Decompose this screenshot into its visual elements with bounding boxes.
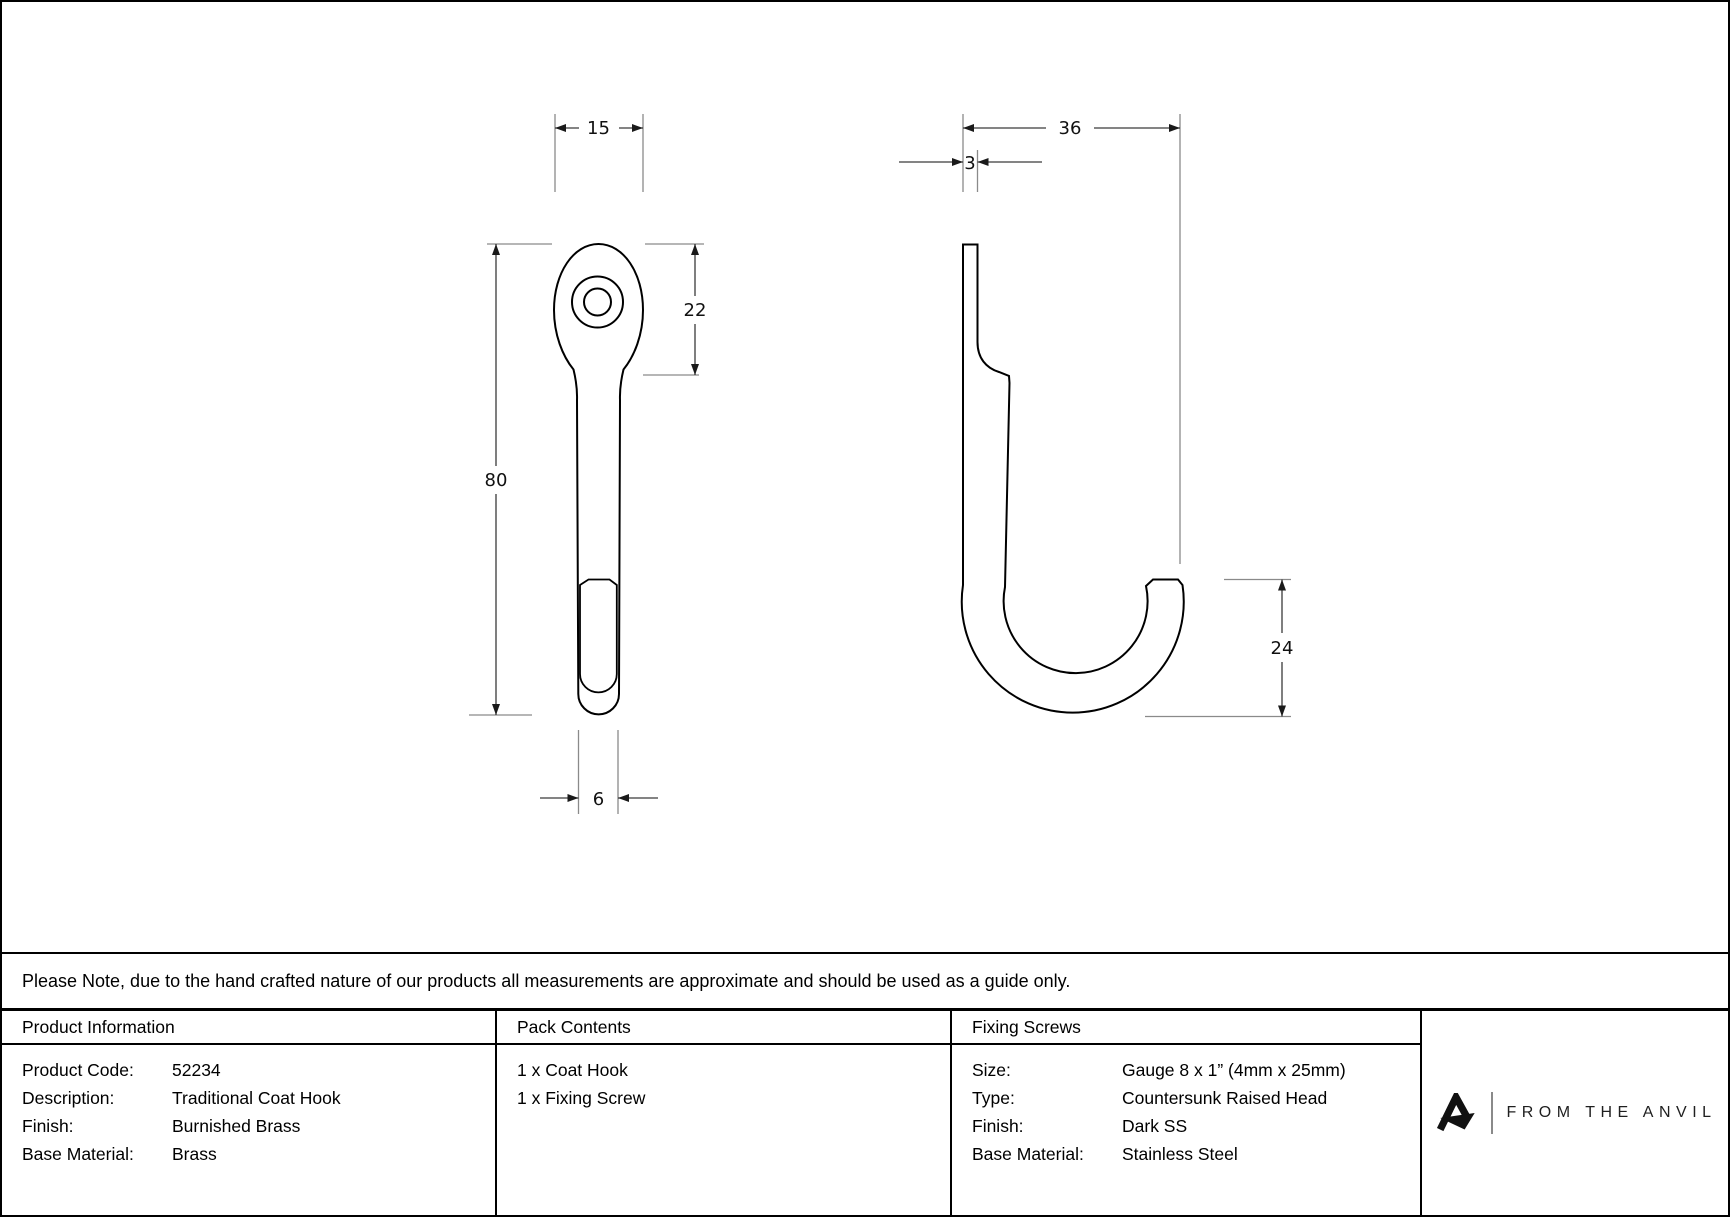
table-row: Product Code: 52234 <box>22 1056 495 1084</box>
row-label: Size: <box>972 1060 1011 1080</box>
row-value: Traditional Coat Hook <box>172 1088 341 1108</box>
screw-hole-inner <box>583 287 612 317</box>
from-the-anvil-logo-icon <box>1437 1093 1476 1132</box>
spec-table: Product Information Product Code: 52234 … <box>2 1008 1728 1215</box>
dim-depth: 36 <box>962 114 1181 564</box>
table-row: Type: Countersunk Raised Head <box>972 1084 1420 1112</box>
dim-label-24: 24 <box>1271 638 1294 659</box>
table-row: Size: Gauge 8 x 1” (4mm x 25mm) <box>972 1056 1420 1084</box>
dim-total-height: 80 <box>469 243 552 716</box>
row-label: Type: <box>972 1088 1015 1108</box>
brand-logo-cell: FROM THE ANVIL <box>1420 1011 1728 1215</box>
row-value: 52234 <box>172 1060 221 1080</box>
dim-label-80: 80 <box>485 470 508 491</box>
row-value: Gauge 8 x 1” (4mm x 25mm) <box>1122 1060 1346 1080</box>
list-item: 1 x Fixing Screw <box>517 1088 646 1108</box>
brand-name: FROM THE ANVIL <box>1506 1104 1717 1121</box>
front-view-hook-tip <box>579 578 618 694</box>
row-value: Countersunk Raised Head <box>1122 1088 1328 1108</box>
measurement-note: Please Note, due to the hand crafted nat… <box>2 952 1728 1008</box>
row-label: Finish: <box>972 1116 1024 1136</box>
dim-tip-rise: 24 <box>1145 578 1294 718</box>
product-information-body: Product Code: 52234 Description: Traditi… <box>2 1045 495 1168</box>
fixing-screws-body: Size: Gauge 8 x 1” (4mm x 25mm) Type: Co… <box>952 1045 1420 1168</box>
table-row: Base Material: Brass <box>22 1140 495 1168</box>
row-value: Brass <box>172 1144 217 1164</box>
fixing-screws-header: Fixing Screws <box>952 1011 1420 1045</box>
front-view-outline <box>552 242 645 716</box>
row-value: Burnished Brass <box>172 1116 301 1136</box>
dim-hook-width: 6 <box>540 730 658 814</box>
dim-label-3: 3 <box>964 153 975 174</box>
row-label: Product Code: <box>22 1060 134 1080</box>
measurement-note-text: Please Note, due to the hand crafted nat… <box>22 970 1071 991</box>
table-row: Finish: Dark SS <box>972 1112 1420 1140</box>
row-label: Base Material: <box>22 1144 134 1164</box>
pack-contents-column: Pack Contents 1 x Coat Hook 1 x Fixing S… <box>495 1011 950 1215</box>
row-label: Base Material: <box>972 1144 1084 1164</box>
table-row: Description: Traditional Coat Hook <box>22 1084 495 1112</box>
row-value: Dark SS <box>1122 1116 1188 1136</box>
dim-plate-thickness: 3 <box>899 150 1042 192</box>
pack-contents-header: Pack Contents <box>497 1011 950 1045</box>
dim-front-width: 15 <box>554 114 644 192</box>
technical-drawing: 15 22 80 <box>469 114 1294 814</box>
table-row: Base Material: Stainless Steel <box>972 1140 1420 1168</box>
pack-contents-body: 1 x Coat Hook 1 x Fixing Screw <box>497 1045 950 1112</box>
list-item: 1 x Coat Hook <box>517 1060 628 1080</box>
row-label: Description: <box>22 1088 115 1108</box>
dim-label-15: 15 <box>587 118 610 139</box>
product-information-header: Product Information <box>2 1011 495 1045</box>
dim-label-36: 36 <box>1059 118 1082 139</box>
dim-label-6: 6 <box>593 789 604 810</box>
front-view: 15 22 80 <box>469 114 706 814</box>
dim-label-22: 22 <box>684 300 707 321</box>
side-view-outline <box>960 243 1185 714</box>
fixing-screws-column: Fixing Screws Size: Gauge 8 x 1” (4mm x … <box>950 1011 1420 1215</box>
side-view: 36 3 24 <box>899 114 1294 718</box>
row-label: Finish: <box>22 1116 74 1136</box>
dim-plate-height: 22 <box>643 243 707 376</box>
logo-divider-bar <box>1491 1092 1494 1134</box>
table-row: Finish: Burnished Brass <box>22 1112 495 1140</box>
product-information-column: Product Information Product Code: 52234 … <box>2 1011 495 1215</box>
row-value: Stainless Steel <box>1122 1144 1238 1164</box>
